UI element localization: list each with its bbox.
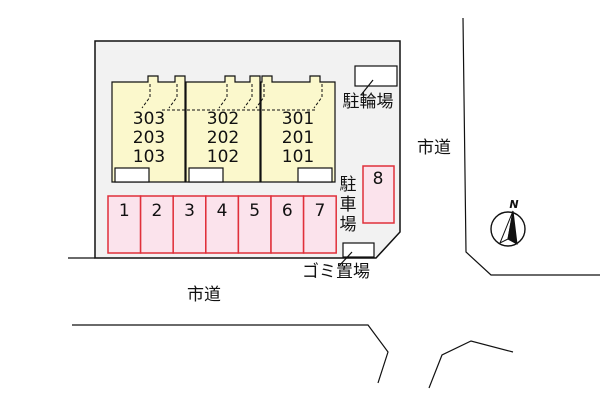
building-c-entrance (297, 167, 333, 183)
garbage-area (342, 242, 375, 258)
room-number: 301 (282, 109, 314, 129)
parking-space-1 (107, 195, 142, 254)
building-b-dashed-guide (218, 84, 228, 109)
building-b: 302 202 102 (185, 75, 261, 183)
room-number: 101 (282, 147, 314, 167)
building-b-entrance (188, 167, 224, 183)
building-a-dashed-guide (141, 84, 151, 109)
building-c-outline (260, 75, 336, 183)
road-label-south: 市道 (187, 285, 221, 305)
parking-row: 1 2 3 4 5 6 7 (107, 195, 337, 254)
road-label-east: 市道 (417, 138, 451, 158)
parking-space-number: 8 (373, 169, 384, 189)
room-number: 303 (133, 109, 165, 129)
parking-space-8 (362, 165, 395, 224)
compass-north-label: N (509, 198, 518, 211)
room-number: 203 (133, 128, 165, 148)
parking-label-char: 駐 (340, 175, 357, 195)
building-c: 301 201 101 (162, 75, 336, 183)
room-number: 103 (133, 147, 165, 167)
parking-space-number: 1 (119, 201, 130, 221)
parking-space-number: 4 (217, 201, 228, 221)
building-a-entrance (114, 167, 150, 183)
road-edge-southeast (428, 340, 514, 389)
building-a: 303 203 103 (111, 75, 186, 183)
road-edges (68, 17, 600, 389)
room-number: 202 (207, 128, 239, 148)
building-a-dashed-guide (168, 84, 178, 109)
north-compass-icon: N (490, 198, 526, 247)
parking-space-number: 7 (314, 201, 325, 221)
parking-space-number: 2 (151, 201, 162, 221)
compass-needle-dark (507, 210, 518, 245)
building-a-outline (111, 75, 186, 183)
bicycle-parking-label: 駐輪場 (343, 92, 394, 112)
building-b-dashed-guide (243, 84, 253, 109)
parking-space-number: 5 (249, 201, 260, 221)
parking-space-5 (237, 195, 272, 254)
building-c-dashed-guide (255, 84, 265, 109)
room-number: 302 (207, 109, 239, 129)
parking-label-char: 場 (340, 215, 357, 235)
parking-space-2 (139, 195, 174, 254)
bicycle-parking-area (354, 65, 398, 87)
garbage-area-label: ゴミ置場 (302, 261, 370, 282)
parking-space-number: 6 (282, 201, 293, 221)
bicycle-parking-pointer (360, 79, 374, 96)
parking-space-7 (302, 195, 337, 254)
building-c-dashed-guide (313, 84, 323, 109)
building-b-outline (185, 75, 261, 183)
parking-space-3 (172, 195, 207, 254)
road-edge-south-lower (72, 324, 389, 384)
garbage-area-pointer (338, 251, 353, 267)
room-number: 201 (282, 128, 314, 148)
road-edge-east (462, 17, 600, 276)
parking-label-char: 車 (340, 195, 357, 215)
parking-space-number: 3 (184, 201, 195, 221)
room-number: 102 (207, 147, 239, 167)
